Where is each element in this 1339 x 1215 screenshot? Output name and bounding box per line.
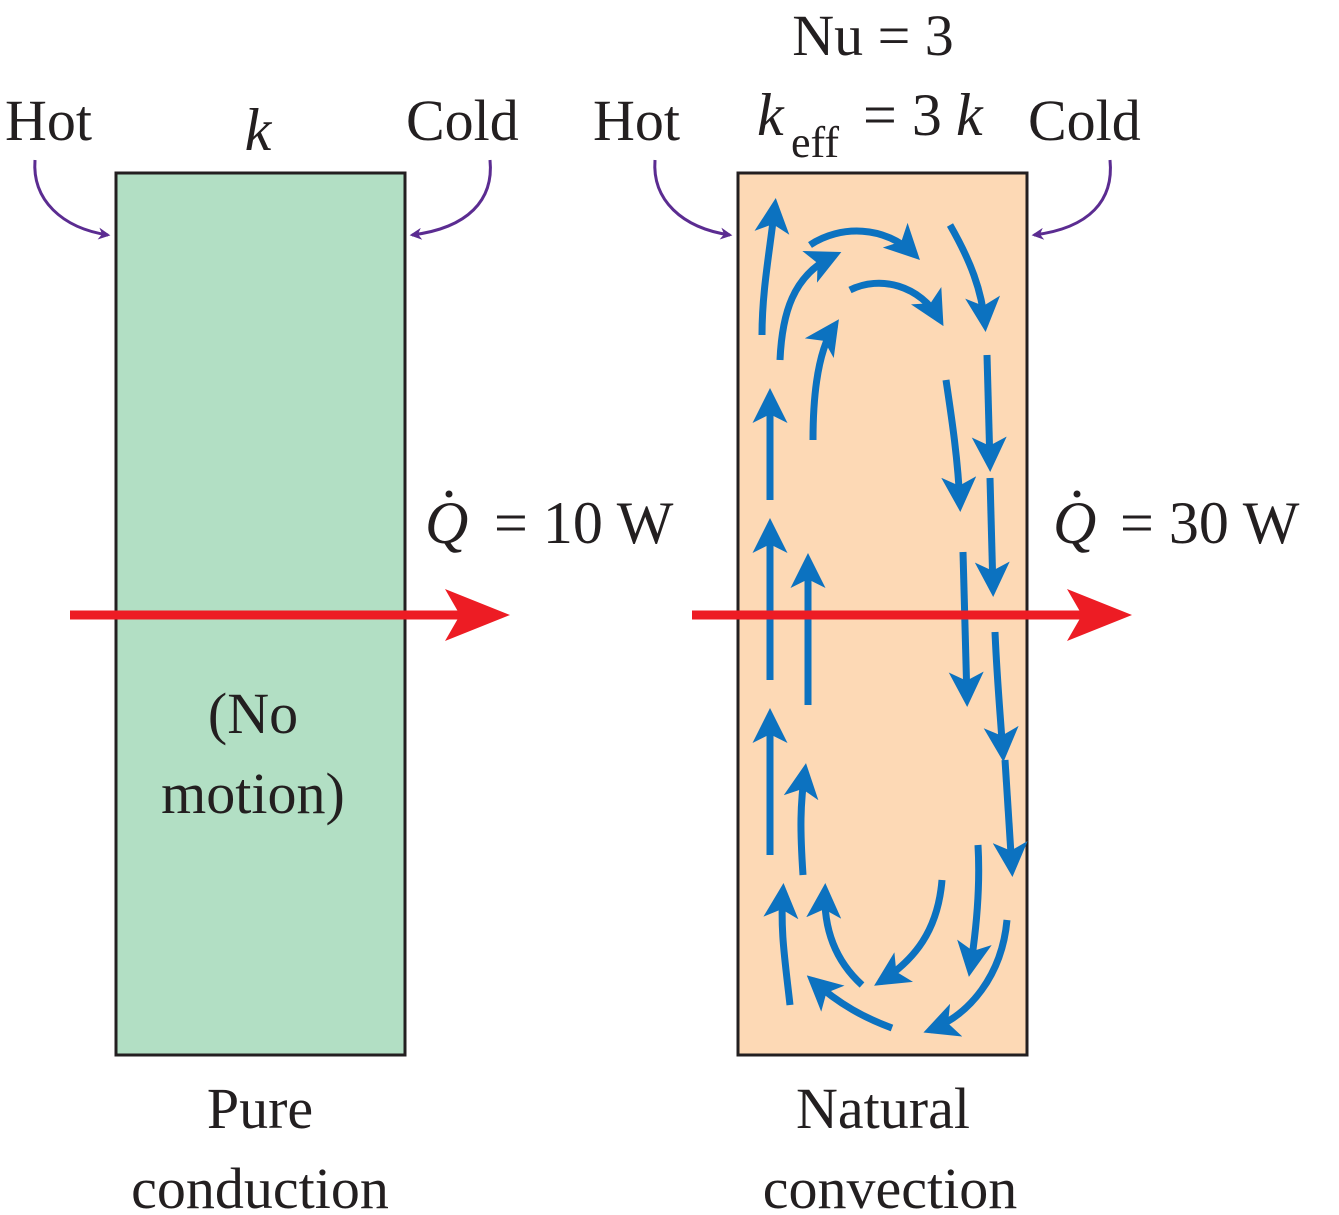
flow-arrow-icon <box>848 279 944 327</box>
nusselt-label: Nu = 3 <box>792 3 954 68</box>
flow-arrow-icon <box>874 879 946 986</box>
k-eff-symbol: k <box>757 82 785 148</box>
flow-arrow-icon <box>763 883 799 1006</box>
flow-arrow-icon <box>983 631 1019 762</box>
flow-arrow-icon <box>806 975 894 1032</box>
flow-arrow-icon <box>941 379 977 512</box>
heat-rate-label: Q = 10 W <box>425 490 674 556</box>
flow-arrow-icon <box>971 354 1007 472</box>
hot-label: Hot <box>593 88 680 153</box>
caption-line2: convection <box>763 1156 1017 1215</box>
conduction-panel: Hot k Cold (No motion) Q = 10 W Pure con… <box>5 88 674 1215</box>
caption-line1: Natural <box>796 1076 970 1141</box>
flow-arrow-icon <box>974 477 1010 597</box>
q-dot-icon <box>445 490 453 498</box>
caption-line1: Pure <box>207 1076 313 1141</box>
flow-arrow-icon <box>992 759 1028 877</box>
no-motion-label-line1: (No <box>208 681 298 746</box>
hot-label: Hot <box>5 88 92 153</box>
flow-arrow-icon <box>783 763 819 876</box>
k-eff-subscript: eff <box>791 118 839 167</box>
cold-label: Cold <box>1028 88 1141 153</box>
heat-arrow-icon <box>70 589 510 641</box>
flow-arrow-icon <box>808 222 920 260</box>
flow-arrow-icon <box>804 319 839 441</box>
flow-arrow-icon <box>754 198 790 336</box>
convection-panel: Nu = 3 Hot k eff = 3 k Cold <box>593 3 1300 1215</box>
cold-label: Cold <box>406 88 519 153</box>
hot-pointer-icon <box>33 159 111 240</box>
heat-rate-label: Q = 30 W <box>1053 490 1300 556</box>
q-symbol: Q <box>1053 490 1096 556</box>
cold-pointer-icon <box>409 159 492 240</box>
cold-pointer-icon <box>1031 159 1112 240</box>
flow-arrow-icon <box>957 844 992 977</box>
k-label: k <box>245 97 273 163</box>
k-eff-label: k eff = 3 k <box>757 82 984 167</box>
flow-arrow-icon <box>776 250 842 361</box>
q-value: = 10 W <box>494 490 674 556</box>
k-eff-tail: k <box>956 82 984 148</box>
flow-arrow-icon <box>806 883 865 988</box>
q-symbol: Q <box>425 490 468 556</box>
flow-arrow-icon <box>923 919 1011 1037</box>
k-eff-value: = 3 <box>863 82 942 148</box>
no-motion-label-line2: motion) <box>161 761 345 826</box>
q-value: = 30 W <box>1120 490 1300 556</box>
q-dot-icon <box>1073 490 1081 498</box>
hot-pointer-icon <box>653 159 733 240</box>
flow-arrow-icon <box>946 223 1001 332</box>
flow-arrow-icon <box>948 551 984 707</box>
caption-line2: conduction <box>131 1156 389 1215</box>
heat-arrow-icon <box>692 589 1132 641</box>
circulation-flow <box>752 198 1028 1037</box>
